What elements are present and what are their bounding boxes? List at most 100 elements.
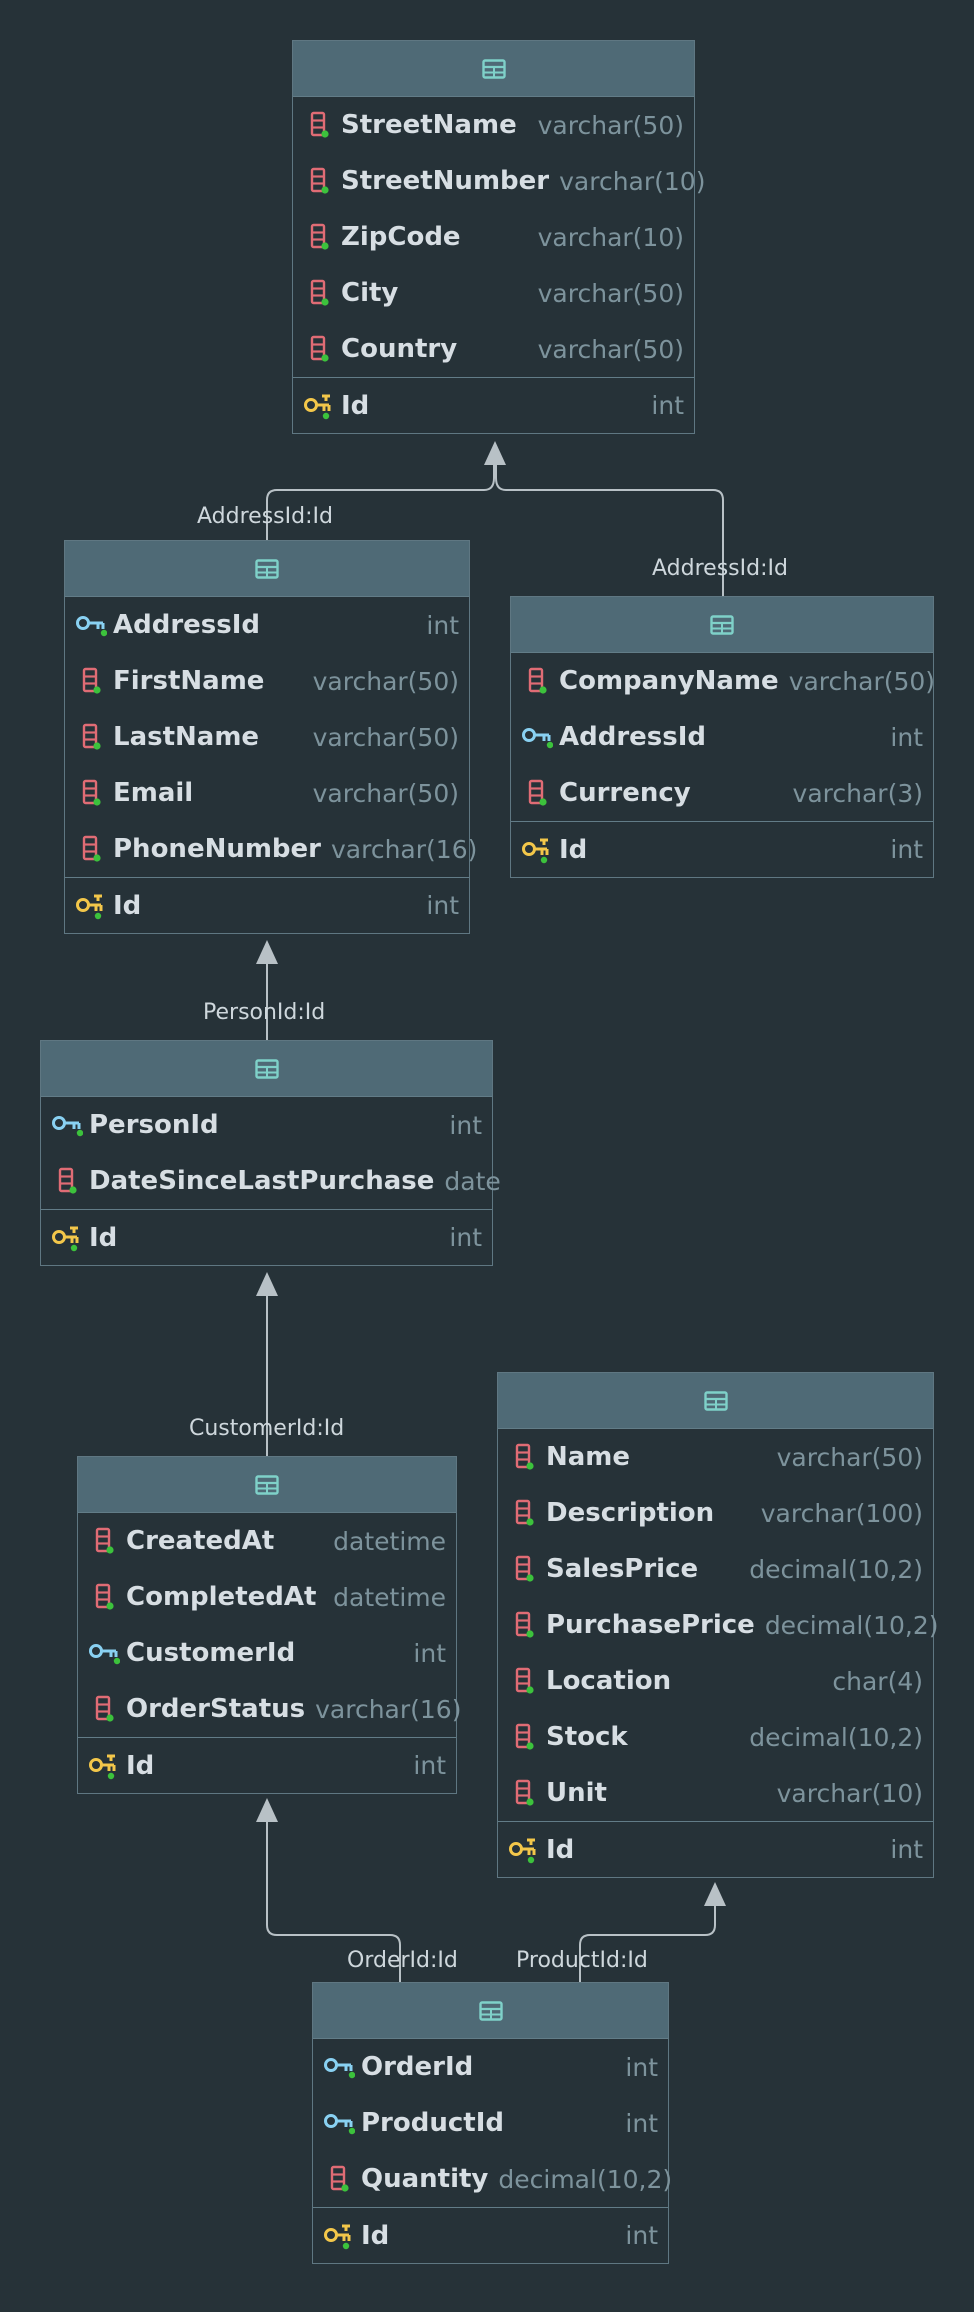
column-type: varchar(16): [331, 834, 478, 864]
column-type: int: [413, 1638, 446, 1668]
table-header[interactable]: [293, 41, 694, 97]
column-type: varchar(50): [537, 110, 684, 140]
column-name: CreatedAt: [126, 1526, 275, 1556]
column-icon: [75, 835, 107, 863]
column-type: int: [890, 835, 923, 864]
table-header[interactable]: [65, 541, 469, 597]
column-type: int: [625, 2221, 658, 2250]
column-type: varchar(100): [760, 1498, 923, 1528]
foreign-key-icon: [88, 1639, 120, 1667]
arrowhead-customer: [256, 1272, 278, 1296]
foreign-key-icon: [75, 611, 107, 639]
column-name: AddressId: [113, 610, 261, 640]
column-type: varchar(50): [537, 278, 684, 308]
column-icon: [75, 667, 107, 695]
column-icon: [508, 1555, 540, 1583]
column-type: char(4): [832, 1666, 923, 1696]
column-name: CustomerId: [126, 1638, 296, 1668]
column-icon: [75, 779, 107, 807]
column-type: int: [449, 1223, 482, 1252]
table-header[interactable]: [511, 597, 933, 653]
table-header[interactable]: [78, 1457, 456, 1513]
column-name: ProductId: [361, 2108, 504, 2138]
column-name: CompanyName: [559, 666, 779, 696]
table-icon: [255, 558, 279, 579]
table-icon: [703, 1390, 728, 1411]
column-name: Stock: [546, 1722, 628, 1752]
column-icon: [521, 667, 553, 695]
column-name: Id: [546, 1834, 575, 1865]
column-type: varchar(50): [776, 1442, 923, 1472]
foreign-key-icon: [323, 2109, 355, 2137]
column-row[interactable]: CreatedAt datetime: [78, 1513, 456, 1569]
primary-key-row[interactable]: Id int: [511, 821, 933, 877]
column-name: Quantity: [361, 2164, 489, 2194]
column-icon: [88, 1695, 120, 1723]
column-icon: [303, 223, 335, 251]
relation-label-person-address: AddressId:Id: [197, 504, 333, 529]
column-type: datetime: [333, 1526, 446, 1556]
column-row[interactable]: Name varchar(50): [498, 1429, 933, 1485]
column-icon: [88, 1527, 120, 1555]
relation-label-company-address: AddressId:Id: [652, 556, 788, 581]
column-type: int: [413, 1751, 446, 1780]
column-type: decimal(10,2): [764, 1610, 939, 1640]
table-header[interactable]: [313, 1983, 668, 2039]
column-type: int: [890, 722, 923, 752]
column-name: AddressId: [559, 722, 707, 752]
table-header[interactable]: [41, 1041, 492, 1097]
primary-key-row[interactable]: Id int: [41, 1209, 492, 1265]
table-header[interactable]: [498, 1373, 933, 1429]
primary-key-icon: [75, 892, 107, 920]
column-icon: [51, 1167, 83, 1195]
column-name: Id: [89, 1222, 118, 1253]
column-row[interactable]: CustomerId int: [78, 1625, 456, 1681]
column-icon: [88, 1583, 120, 1611]
relation-label-orderline-product: ProductId:Id: [516, 1948, 648, 1973]
column-name: Id: [559, 834, 588, 865]
link-orderline-order: [266, 1822, 401, 1982]
column-type: varchar(50): [537, 334, 684, 364]
column-icon: [303, 167, 335, 195]
column-name: Name: [546, 1442, 631, 1472]
column-row[interactable]: AddressId int: [511, 709, 933, 765]
